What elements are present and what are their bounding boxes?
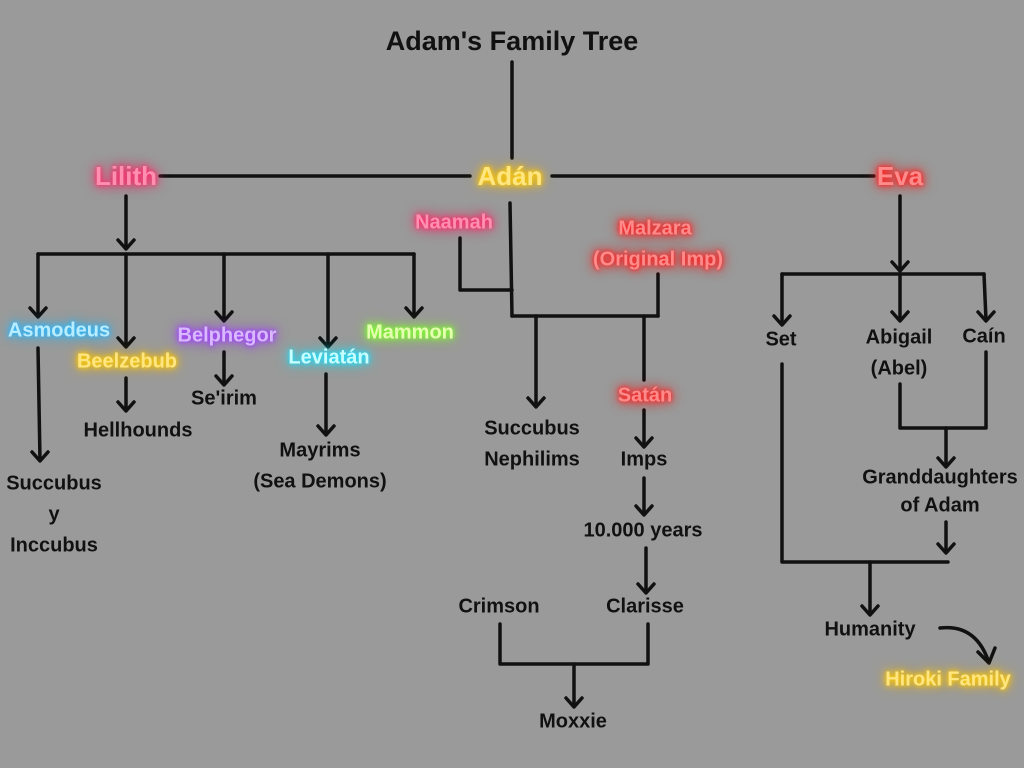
node-10000-years: 10.000 years bbox=[583, 519, 703, 542]
node-succubus-inccubus-line1: Succubus bbox=[6, 472, 102, 495]
node-belphegor: Belphegor bbox=[177, 324, 277, 347]
node-imps: Imps bbox=[620, 448, 668, 471]
node-asmodeus: Asmodeus bbox=[7, 319, 111, 342]
node-malzara-line2: (Original Imp) bbox=[593, 248, 723, 271]
node-lilith: Lilith bbox=[94, 160, 158, 191]
node-moxxie: Moxxie bbox=[539, 710, 607, 733]
node-seirim: Se'irim bbox=[191, 387, 257, 410]
node-malzara-line1: Malzara bbox=[618, 217, 692, 240]
node-adan: Adán bbox=[477, 160, 543, 191]
node-hellhounds: Hellhounds bbox=[83, 419, 193, 442]
node-succubus-inccubus-line2: y bbox=[48, 503, 60, 526]
node-succubus-nephilims-line1: Succubus bbox=[484, 417, 580, 440]
node-leviatan: Leviatán bbox=[288, 346, 370, 369]
node-satan: Satán bbox=[617, 384, 673, 407]
node-succubus-inccubus-line3: Inccubus bbox=[10, 534, 98, 557]
node-beelzebub: Beelzebub bbox=[76, 350, 178, 373]
node-granddaughters-line2: of Adam bbox=[900, 494, 980, 517]
node-mammon: Mammon bbox=[366, 321, 454, 344]
node-mayrims-line2: (Sea Demons) bbox=[253, 470, 387, 493]
node-set: Set bbox=[765, 328, 797, 351]
node-hiroki-family: Hiroki Family bbox=[885, 668, 1011, 691]
node-cain: Caín bbox=[962, 325, 1006, 348]
node-abigail-line1: Abigail bbox=[865, 326, 933, 349]
node-granddaughters-line1: Granddaughters bbox=[862, 466, 1018, 489]
node-eva: Eva bbox=[876, 160, 924, 191]
node-abigail-line2: (Abel) bbox=[870, 357, 928, 380]
node-naamah: Naamah bbox=[415, 211, 493, 234]
node-humanity: Humanity bbox=[824, 618, 916, 641]
node-clarisse: Clarisse bbox=[606, 595, 684, 618]
node-crimson: Crimson bbox=[458, 595, 540, 618]
page-title: Adam's Family Tree bbox=[385, 26, 639, 57]
node-succubus-nephilims-line2: Nephilims bbox=[484, 448, 580, 471]
node-mayrims-line1: Mayrims bbox=[279, 439, 361, 462]
